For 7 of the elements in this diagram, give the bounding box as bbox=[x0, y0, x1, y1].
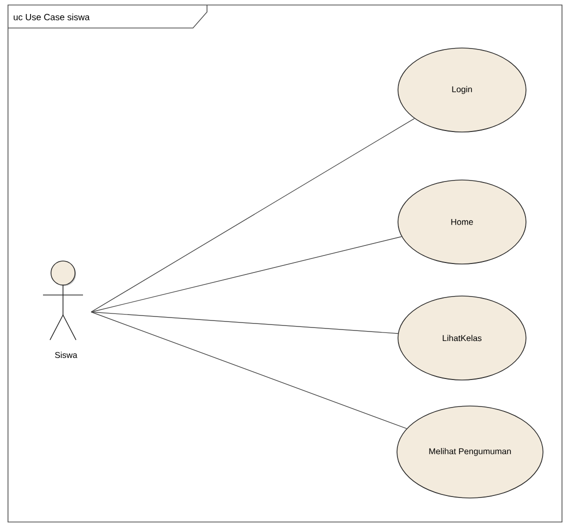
actor-figure: Siswa bbox=[42, 260, 84, 358]
node-label: Siswa bbox=[55, 352, 78, 358]
association-line bbox=[90, 312, 407, 429]
association-line bbox=[90, 118, 415, 312]
frame-title: uc Use Case siswa bbox=[14, 14, 90, 20]
association-line bbox=[90, 312, 398, 334]
association-line bbox=[90, 236, 402, 312]
